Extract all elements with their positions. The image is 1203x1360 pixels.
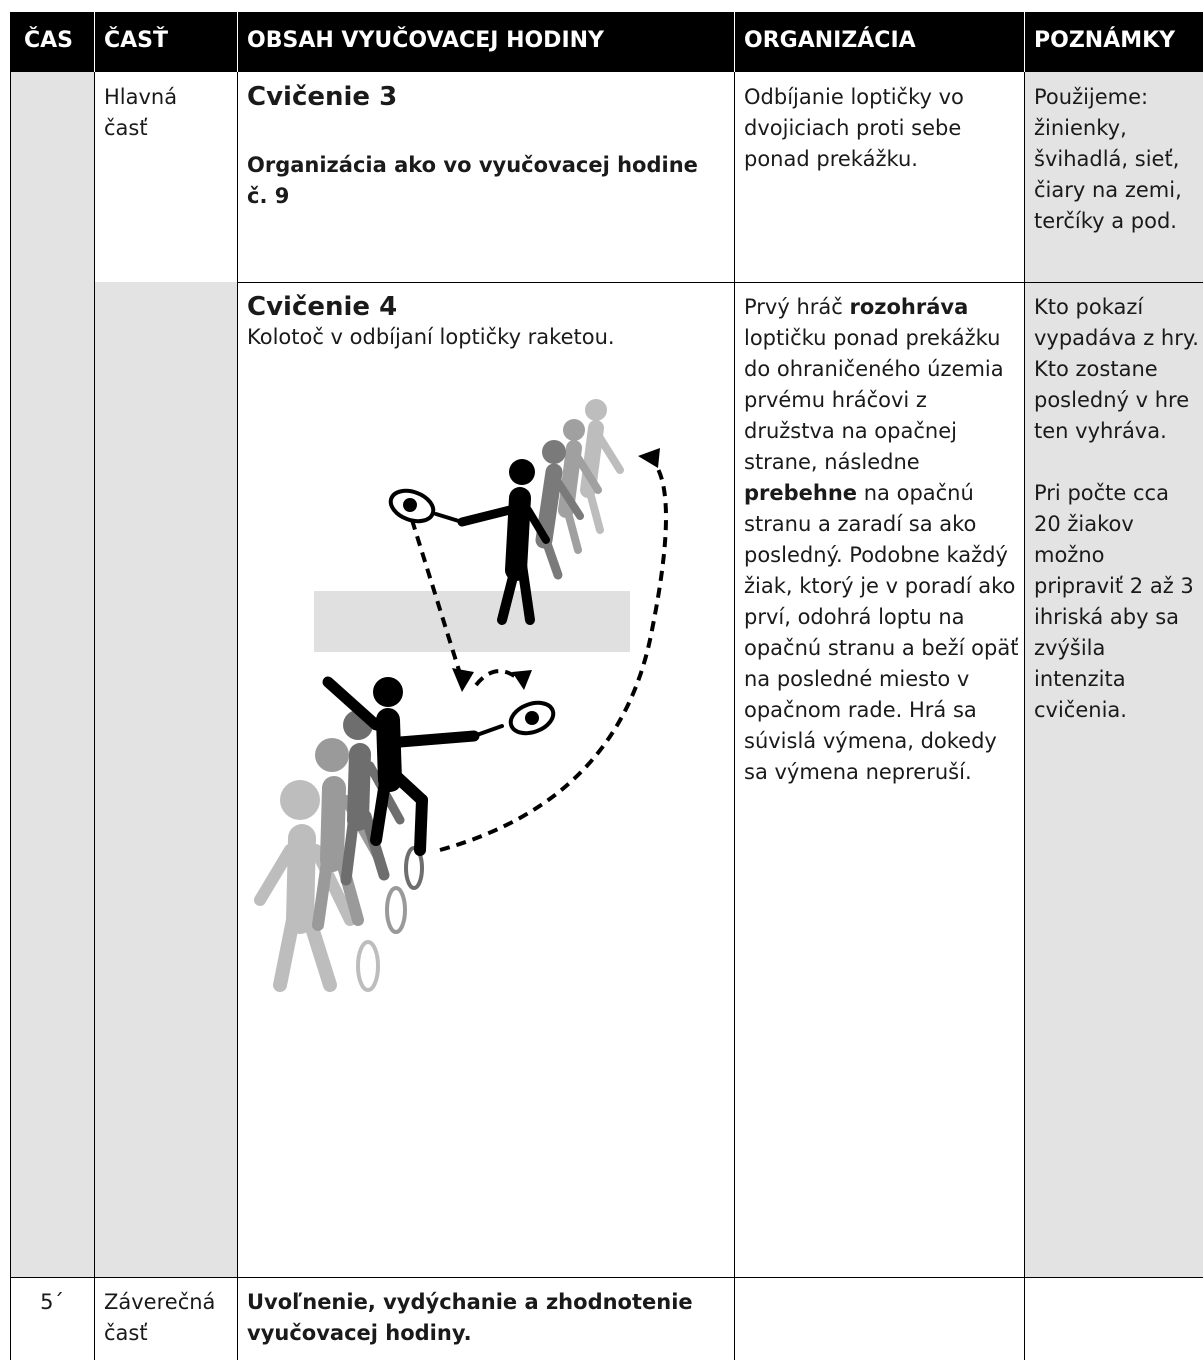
ball-path-arrows bbox=[410, 458, 668, 852]
grid-line bbox=[734, 72, 735, 1360]
net-obstacle bbox=[314, 591, 630, 652]
notes-column-fill bbox=[1024, 72, 1203, 1277]
header-organization: ORGANIZÁCIA bbox=[734, 12, 1024, 72]
notes-rules: Kto pokazí vypadáva z hry. Kto zostane p… bbox=[1034, 295, 1199, 443]
header-divider bbox=[1024, 12, 1025, 72]
org-text: Prvý hráč bbox=[744, 295, 850, 319]
header-time: ČAS bbox=[10, 12, 94, 72]
header-divider bbox=[734, 12, 735, 72]
row3-content: Uvoľnenie, vydýchanie a zhodnotenie vyuč… bbox=[247, 1290, 693, 1345]
row2-notes: Kto pokazí vypadáva z hry. Kto zostane p… bbox=[1034, 292, 1200, 726]
exercise-illustration bbox=[254, 399, 668, 992]
row1-organization: Odbíjanie loptičky vo dvojiciach proti s… bbox=[744, 85, 964, 171]
org-bold-serve: rozohráva bbox=[849, 295, 969, 319]
grid-line bbox=[94, 72, 95, 1360]
top-player bbox=[388, 459, 550, 625]
header-part: ČASŤ bbox=[94, 12, 237, 72]
exercise-4-description: Kolotoč v odbíjaní loptičky raketou. bbox=[247, 325, 615, 349]
grid-line bbox=[1024, 72, 1025, 1360]
org-text: na opačnú stranu a zaradí sa ako posledn… bbox=[744, 481, 1019, 784]
part-column-fill-row2 bbox=[94, 282, 237, 1277]
header-notes: POZNÁMKY bbox=[1024, 12, 1203, 72]
row1-content: Cvičenie 3 Organizácia ako vo vyučovacej… bbox=[247, 82, 717, 212]
exercise-3-title: Cvičenie 3 bbox=[247, 82, 398, 112]
notes-groups: Pri počte cca 20 žiakov možno pripraviť … bbox=[1034, 481, 1194, 722]
header-divider bbox=[237, 12, 238, 72]
arrow-heads bbox=[452, 448, 660, 692]
org-bold-run: prebehne bbox=[744, 481, 858, 505]
header-content: OBSAH VYUČOVACEJ HODINY bbox=[237, 12, 734, 72]
org-text: loptičku ponad prekážku do ohraničeného … bbox=[744, 326, 1004, 474]
row3-time: 5´ bbox=[40, 1290, 64, 1314]
grid-line bbox=[237, 282, 1203, 283]
time-column-fill bbox=[10, 72, 94, 1277]
exercise-3-subtitle: Organizácia ako vo vyučovacej hodine č. … bbox=[247, 153, 698, 208]
row2-content: Cvičenie 4 Kolotoč v odbíjaní loptičky r… bbox=[247, 292, 727, 353]
row2-organization: Prvý hráč rozohráva loptičku ponad preká… bbox=[744, 292, 1019, 788]
grid-line bbox=[237, 72, 238, 1360]
header-divider bbox=[94, 12, 95, 72]
bottom-player bbox=[322, 676, 556, 856]
row3-part: Záverečná časť bbox=[104, 1290, 216, 1345]
exercise-4-title: Cvičenie 4 bbox=[247, 292, 398, 322]
row1-part: Hlavná časť bbox=[104, 85, 178, 140]
grid-line bbox=[10, 1277, 1203, 1278]
top-player-shadow-3 bbox=[580, 399, 624, 534]
row1-notes: Použijeme: žinienky, švihadlá, sieť, čia… bbox=[1034, 85, 1182, 233]
grid-line bbox=[10, 72, 11, 1360]
